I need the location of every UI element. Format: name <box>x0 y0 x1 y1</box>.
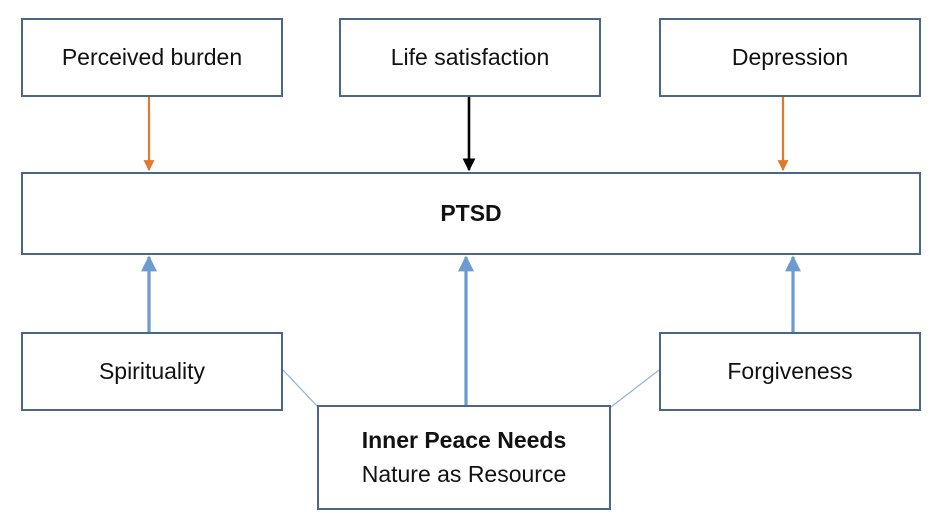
ptsd-box: PTSD <box>21 172 921 255</box>
depression-box: Depression <box>659 18 921 97</box>
ptsd-label: PTSD <box>440 200 502 226</box>
life-satisfaction-label: Life satisfaction <box>390 44 550 70</box>
forgiveness-label: Forgiveness <box>727 358 853 384</box>
spirituality-label: Spirituality <box>98 358 206 384</box>
life-satisfaction-box: Life satisfaction <box>339 18 601 97</box>
perceived-burden-label: Perceived burden <box>61 44 243 70</box>
line-forgiveness-to-inner-peace <box>610 369 660 408</box>
inner-peace-needs-box: Inner Peace Needs Nature as Resource <box>317 405 611 510</box>
spirituality-box: Spirituality <box>21 332 283 411</box>
line-spirituality-to-inner-peace <box>282 369 319 408</box>
inner-peace-needs-title: Inner Peace Needs <box>361 427 567 454</box>
depression-label: Depression <box>731 44 849 70</box>
perceived-burden-box: Perceived burden <box>21 18 283 97</box>
forgiveness-box: Forgiveness <box>659 332 921 411</box>
nature-as-resource-subtitle: Nature as Resource <box>361 460 567 487</box>
